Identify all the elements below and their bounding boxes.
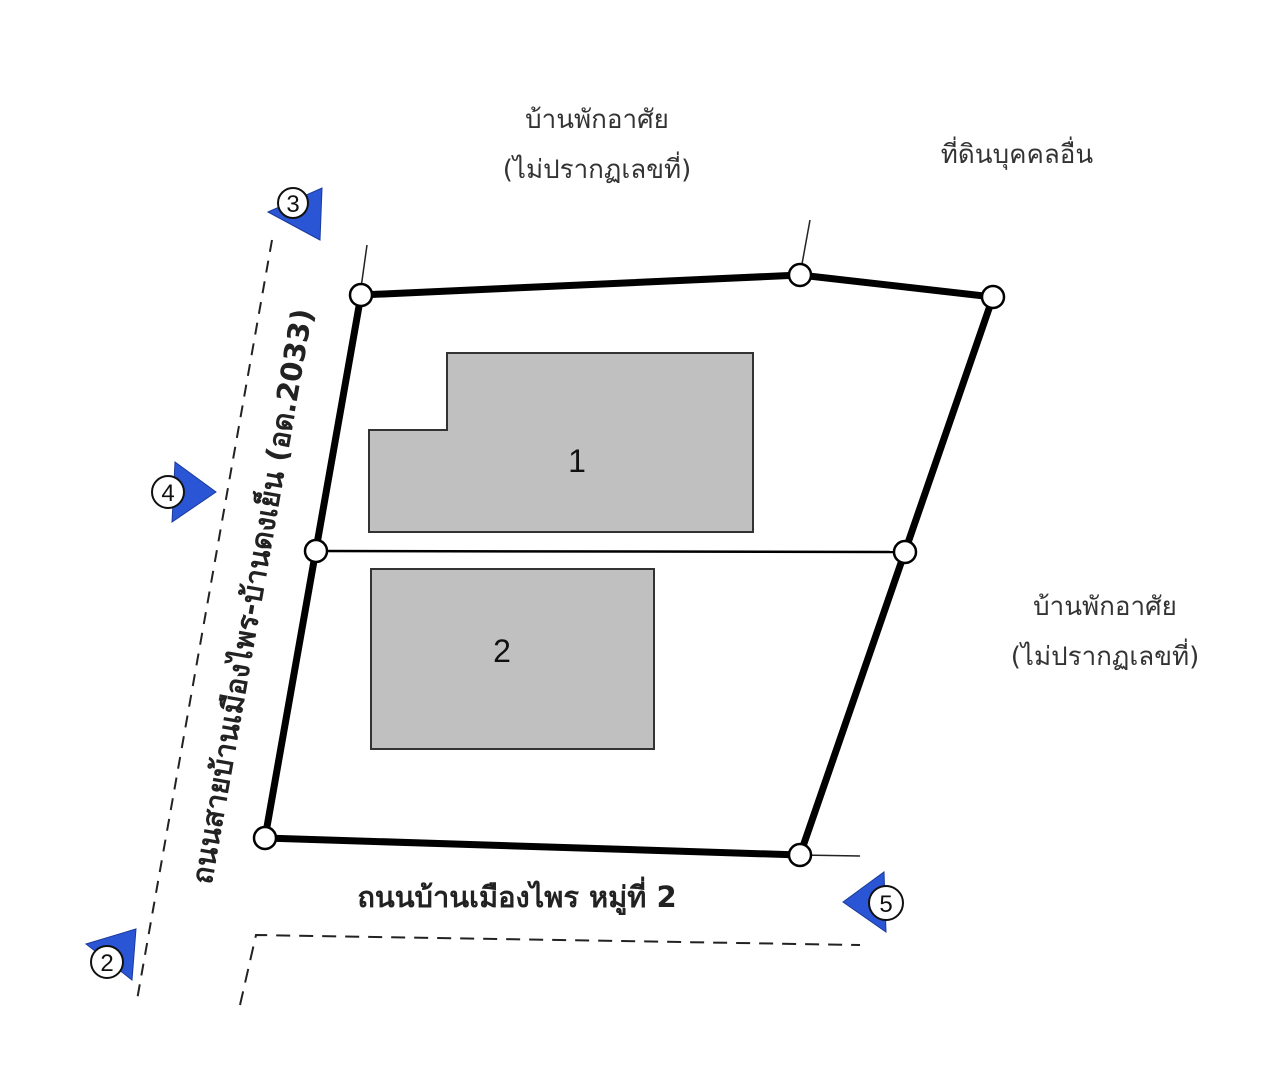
building-1 — [368, 352, 754, 533]
boundary-peg — [787, 842, 813, 868]
view-marker-2: 2 — [84, 928, 137, 981]
svg-text:3: 3 — [286, 191, 299, 218]
south-road-edge — [239, 933, 861, 1006]
building-1-number: 1 — [568, 443, 586, 479]
parcel-boundary — [261, 271, 997, 859]
svg-text:2: 2 — [100, 950, 113, 977]
svg-text:5: 5 — [879, 891, 892, 918]
boundary-peg — [787, 262, 813, 288]
parcel-divider — [315, 549, 906, 554]
east-neighbor-label: บ้านพักอาศัย — [1033, 592, 1177, 622]
boundary-peg — [980, 284, 1006, 310]
view-marker-3: 3 — [266, 187, 323, 241]
south-road-label: ถนนบ้านเมืองไพร หมู่ที่ 2 — [357, 876, 676, 915]
east-neighbor-note: (ไม่ปรากฏเลขที่) — [1011, 638, 1200, 672]
view-marker-5: 5 — [842, 871, 904, 933]
west-road-label: ถนนสายบ้านเมืองไพร-บ้านดงเย็น (อด.2033) — [184, 306, 320, 887]
boundary-peg — [252, 825, 278, 851]
building-2 — [370, 568, 655, 750]
svg-text:4: 4 — [161, 480, 174, 507]
northeast-neighbor-label: ที่ดินบุคคลอื่น — [941, 136, 1094, 170]
north-neighbor-label: บ้านพักอาศัย — [525, 105, 669, 135]
boundary-peg — [348, 282, 374, 308]
north-neighbor-note: (ไม่ปรากฏเลขที่) — [503, 151, 692, 185]
boundary-peg — [303, 538, 329, 564]
boundary-peg — [892, 539, 918, 565]
west-road-edge — [136, 239, 273, 1001]
view-marker-4: 4 — [151, 461, 217, 523]
building-2-number: 2 — [493, 633, 511, 669]
